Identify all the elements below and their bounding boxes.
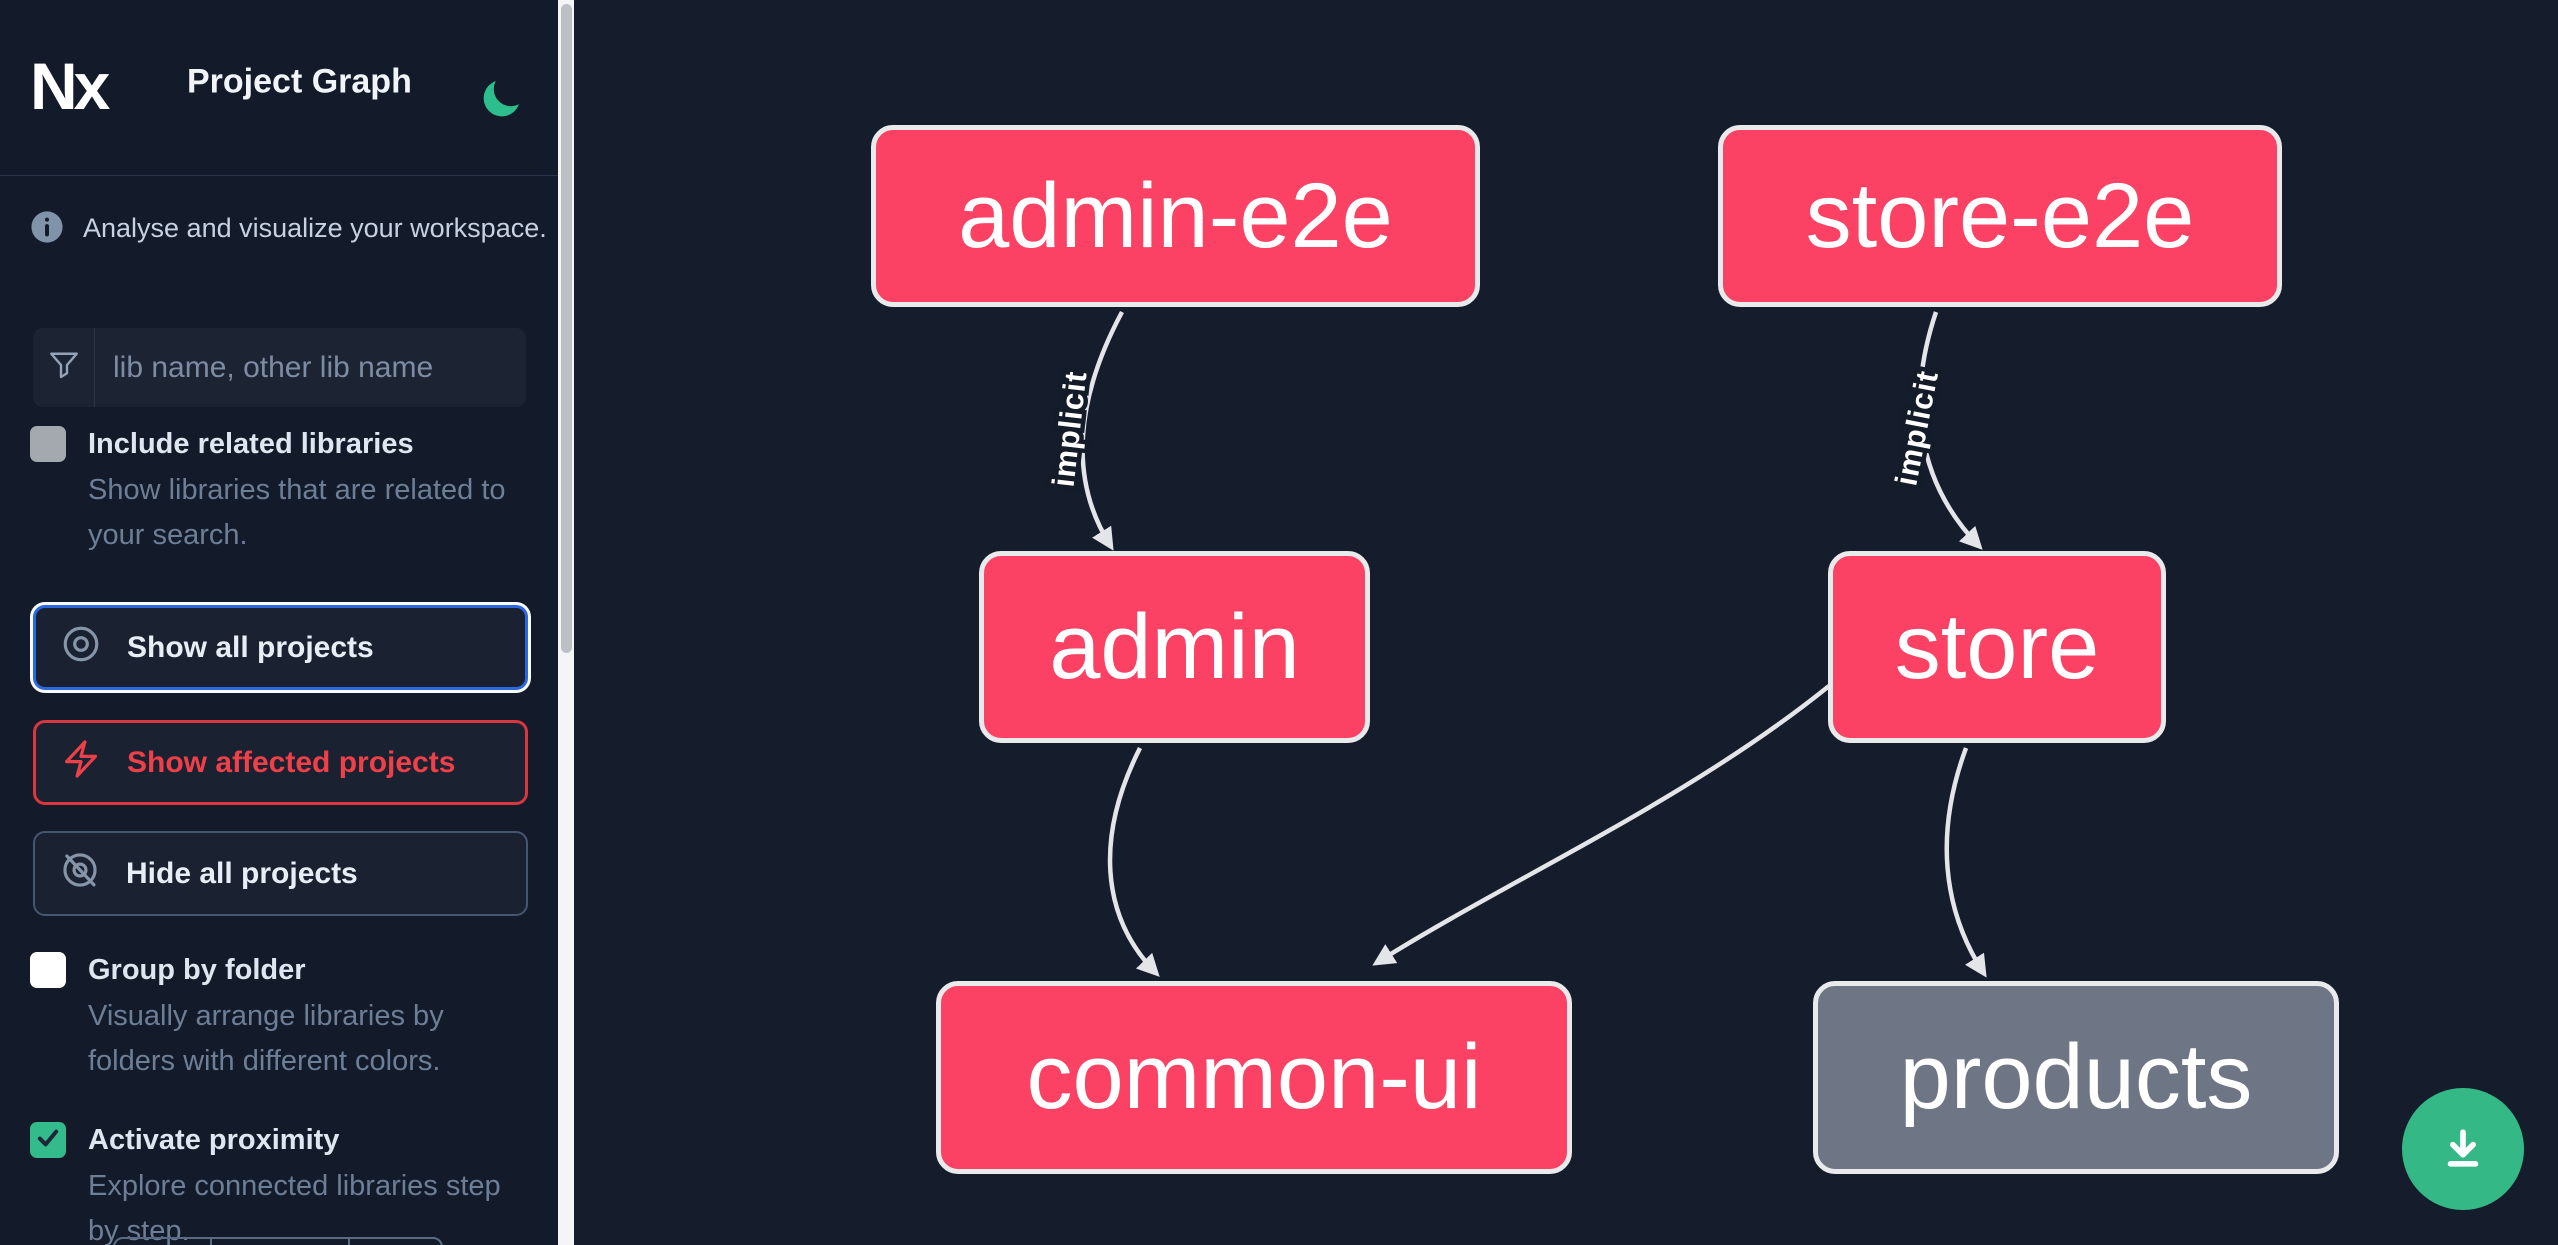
info-icon (30, 210, 64, 249)
button-label: Show all projects (127, 630, 374, 664)
theme-toggle-button[interactable] (479, 77, 523, 121)
graph-node-store[interactable]: store (1828, 551, 2166, 743)
activate-proximity-checkbox[interactable] (30, 1122, 66, 1158)
nx-logo: Nx (30, 49, 110, 123)
button-label: Hide all projects (126, 856, 358, 890)
sidebar-scrollbar-thumb[interactable] (560, 4, 572, 653)
show-affected-projects-button[interactable]: Show affected projects (33, 720, 528, 805)
sidebar: Nx Project Graph Analyse and visualize y… (0, 0, 558, 1245)
check-icon (34, 1124, 62, 1157)
toggle-label: Include related libraries (88, 428, 414, 460)
sidebar-header: Nx Project Graph (0, 0, 558, 176)
bolt-icon (60, 738, 102, 788)
download-graph-button[interactable] (2402, 1088, 2524, 1210)
button-label: Show affected projects (127, 745, 456, 779)
sidebar-scrollbar[interactable] (558, 0, 574, 1245)
eye-icon (60, 623, 102, 673)
page-title: Project Graph (187, 62, 412, 101)
edge-store-e2e-store[interactable] (1917, 311, 1983, 550)
edge-admin-common-ui[interactable] (1107, 746, 1160, 977)
library-filter (33, 328, 526, 407)
show-all-projects-button[interactable]: Show all projects (33, 605, 528, 690)
toggle-activate-proximity: Activate proximity Explore connected lib… (30, 1120, 530, 1245)
depth-control-segment[interactable] (350, 1239, 445, 1245)
edge-label-implicit: implicit (1888, 367, 1945, 488)
graph-node-admin[interactable]: admin (979, 551, 1370, 743)
toggle-group-by-folder: Group by folder Visually arrange librari… (30, 950, 530, 1084)
include-related-checkbox[interactable] (30, 426, 66, 462)
graph-node-admin-e2e[interactable]: admin-e2e (871, 125, 1480, 307)
search-input[interactable] (95, 328, 526, 407)
toggle-include-related: Include related libraries Show libraries… (30, 424, 530, 558)
download-icon (2437, 1122, 2489, 1177)
moon-icon (479, 77, 523, 124)
toggle-description: Explore connected libraries step by step… (88, 1170, 501, 1245)
eye-slash-icon (59, 849, 101, 899)
toggle-label: Activate proximity (88, 1124, 340, 1156)
graph-node-products[interactable]: products (1813, 981, 2339, 1174)
intro-text: Analyse and visualize your workspace. (83, 213, 547, 243)
edge-store-products[interactable] (1944, 747, 1987, 978)
graph-node-store-e2e[interactable]: store-e2e (1718, 125, 2282, 307)
workspace-intro: Analyse and visualize your workspace. (30, 210, 547, 249)
edge-label-implicit: implicit (1046, 369, 1094, 489)
toggle-description: Show libraries that are related to your … (88, 474, 506, 551)
toggle-label: Group by folder (88, 954, 306, 986)
funnel-icon (46, 347, 82, 388)
group-by-folder-checkbox[interactable] (30, 952, 66, 988)
toggle-description: Visually arrange libraries by folders wi… (88, 1000, 444, 1077)
edge-store-common-ui[interactable] (1372, 684, 1831, 966)
graph-node-common-ui[interactable]: common-ui (936, 981, 1572, 1174)
hide-all-projects-button[interactable]: Hide all projects (33, 831, 528, 916)
edge-admin-e2e-admin[interactable] (1080, 310, 1124, 551)
proximity-depth-control[interactable] (113, 1237, 443, 1245)
depth-control-segment[interactable] (212, 1239, 350, 1245)
depth-control-segment[interactable] (115, 1239, 212, 1245)
